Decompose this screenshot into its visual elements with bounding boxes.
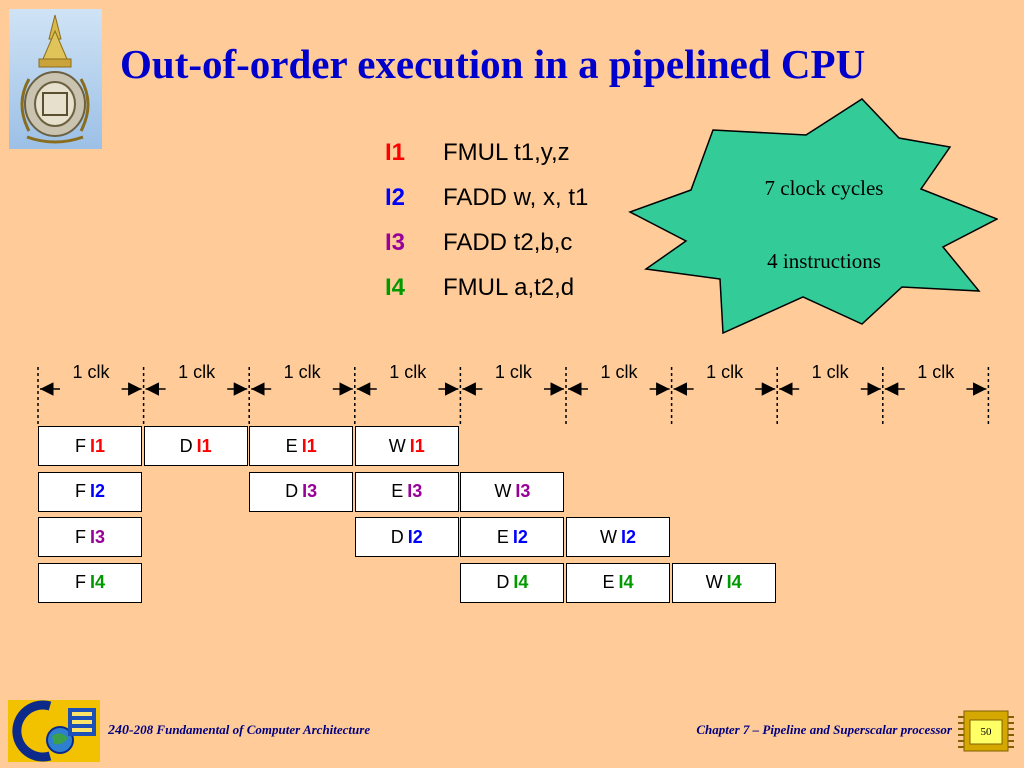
- instruction-text: FADD w, x, t1: [443, 184, 589, 211]
- stage-label: E: [602, 572, 615, 592]
- clock-label: 1 clk: [494, 362, 532, 382]
- clock-label: 1 clk: [706, 362, 744, 382]
- stage-instruction: I1: [89, 435, 105, 456]
- stage-instruction: I1: [409, 435, 425, 456]
- slide-title: Out-of-order execution in a pipelined CP…: [120, 41, 866, 87]
- clock-tick-lines: [37, 367, 990, 425]
- course-logo-icon: [8, 700, 100, 762]
- stage-instruction: I1: [196, 435, 212, 456]
- stage-instruction: I3: [89, 526, 105, 547]
- stage-instruction: I3: [407, 481, 423, 501]
- stage-instruction: I2: [89, 481, 105, 501]
- footer-course-number: 240-: [108, 723, 134, 738]
- stage-instruction: I3: [515, 481, 531, 501]
- stage-label: D: [390, 526, 404, 547]
- stage-instruction: I1: [301, 435, 317, 456]
- instruction-text: FMUL t1,y,z: [443, 139, 570, 166]
- stage-label: E: [496, 526, 509, 547]
- stage-instruction: I2: [512, 526, 528, 547]
- callout-line-cycles: 7 clock cycles: [764, 176, 884, 200]
- clock-label: 1 clk: [72, 362, 110, 382]
- stage-label: W: [599, 526, 617, 547]
- clock-label: 1 clk: [600, 362, 638, 382]
- page-number: 50: [980, 726, 992, 738]
- stage-label: W: [705, 572, 723, 592]
- footer-chapter: Chapter 7 – Pipeline and Superscalar pro…: [696, 722, 952, 737]
- stage-instruction: I3: [302, 481, 318, 501]
- stage-label: E: [391, 481, 404, 501]
- stage-label: F: [74, 481, 86, 501]
- starburst-shape: [628, 98, 998, 335]
- instruction-text: FMUL a,t2,d: [443, 274, 575, 301]
- clock-timeline: [37, 367, 990, 425]
- chip-icon: [958, 710, 1014, 752]
- callout-line-instructions: 4 instructions: [767, 249, 881, 273]
- stage-instruction: I2: [407, 526, 423, 547]
- instruction-id: I1: [385, 139, 406, 166]
- stage-label: D: [179, 435, 193, 456]
- instruction-id: I2: [385, 184, 406, 211]
- stage-label: W: [388, 435, 406, 456]
- stage-label: F: [74, 526, 86, 547]
- stage-label: W: [494, 481, 512, 501]
- instruction-text: FADD t2,b,c: [443, 229, 573, 256]
- clock-label: 1 clk: [811, 362, 849, 382]
- university-emblem: [9, 9, 102, 149]
- stage-instruction: I4: [513, 572, 529, 592]
- stage-label: F: [74, 572, 86, 592]
- clock-label: 1 clk: [283, 362, 321, 382]
- clock-label: 1 clk: [178, 362, 216, 382]
- clock-label: 1 clk: [389, 362, 427, 382]
- stage-instruction: I4: [89, 572, 105, 592]
- footer-course: 240-208 Fundamental of Computer Architec…: [108, 722, 370, 739]
- footer-course-title: 208 Fundamental of Computer Architecture: [133, 722, 371, 737]
- stage-instruction: I2: [620, 526, 636, 547]
- stage-instruction: I4: [726, 572, 742, 592]
- stage-label: F: [74, 435, 86, 456]
- instruction-id: I4: [385, 274, 406, 301]
- stage-label: D: [496, 572, 510, 592]
- instruction-id: I3: [385, 229, 406, 256]
- stage-instruction: I4: [618, 572, 634, 592]
- stage-label: E: [285, 435, 298, 456]
- stage-label: D: [285, 481, 299, 501]
- clock-label: 1 clk: [917, 362, 955, 382]
- callout-starburst: [628, 98, 998, 335]
